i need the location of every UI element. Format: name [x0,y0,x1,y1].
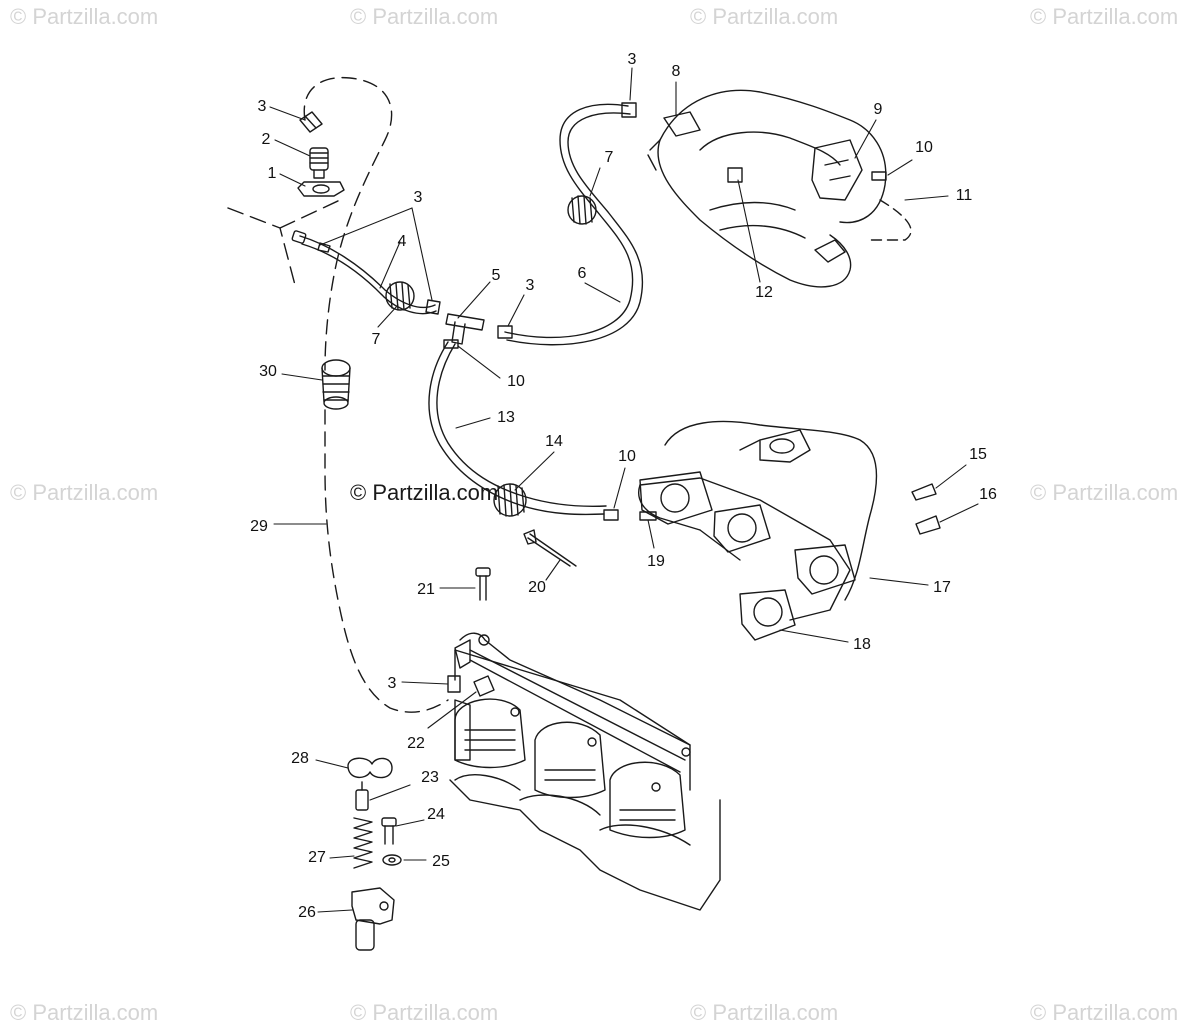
callout-3-tee: 3 [525,277,535,294]
watermark-bottom-right: © Partzilla.com [1030,1000,1179,1025]
bolt-part-16 [915,515,941,535]
tee-part-5 [445,313,485,345]
callout-30: 30 [259,363,277,380]
fitting-part-10-a [871,171,887,181]
washer-part-25 [382,854,402,866]
exhaust-manifold [638,420,878,621]
callout-16: 16 [979,486,997,503]
callout-6: 6 [577,265,587,282]
callout-10-right: 10 [618,448,636,465]
clamp-part-3-e [447,675,461,693]
callout-9: 9 [873,101,883,118]
dashed-outline-left [227,207,296,286]
clamp-part-10-c [603,509,619,521]
clamp-part-3-d [621,102,637,118]
watermark-top-right: © Partzilla.com [1030,4,1179,29]
callout-11: 11 [955,187,973,204]
gasket-part-1 [297,181,345,197]
callout-3-block: 3 [387,675,397,692]
bolt-part-15 [911,483,937,501]
watermark-bottom-left: © Partzilla.com [10,1000,159,1025]
spring-part-27 [353,817,373,869]
dashed-outline-left-2 [279,199,341,229]
callout-21: 21 [417,581,435,598]
callout-4: 4 [397,233,407,250]
callout-12: 12 [755,284,773,301]
callout-7-left: 7 [371,331,381,348]
gasket-part-28 [347,757,393,779]
callout-23: 23 [421,769,439,786]
dashed-hose-loop [303,76,393,371]
callout-10-top: 10 [915,139,933,156]
callout-20: 20 [528,579,546,596]
callout-7-upper: 7 [604,149,614,166]
screw-part-24 [381,817,397,845]
callout-13: 13 [497,409,515,426]
callout-26: 26 [298,904,316,921]
housing-part-26 [351,887,395,951]
fitting-part-22 [473,675,495,697]
callout-19: 19 [647,553,665,570]
callout-15: 15 [969,446,987,463]
callout-24: 24 [427,806,445,823]
callout-22: 22 [407,735,425,752]
callout-25: 25 [432,853,450,870]
leader-lines [269,67,979,913]
bolt-part-21 [475,567,491,601]
callout-10-mid: 10 [507,373,525,390]
callout-27: 27 [308,849,326,866]
dashed-part-11 [869,199,912,241]
manifold-flanges [639,471,856,641]
hose-part-13 [428,341,607,516]
exhaust-pipe [647,89,887,288]
callout-28: 28 [291,750,309,767]
callout-3-top: 3 [627,51,637,68]
fitting-part-12 [727,167,743,183]
callout-17: 17 [933,579,951,596]
callout-3: 3 [257,98,267,115]
callout-3-hose: 3 [413,189,423,206]
hose-part-6 [504,103,644,346]
callout-18: 18 [853,636,871,653]
watermark-mid-left: © Partzilla.com [10,480,159,505]
callout-2: 2 [261,131,271,148]
callout-29: 29 [250,518,268,535]
clamp-part-10-b [443,339,459,349]
hose-part-4 [291,230,437,315]
sleeve-part-30 [321,359,351,410]
dashed-hose-29 [324,409,449,713]
valve-part-23 [355,781,369,811]
cylinder-block [449,632,721,911]
fitting-part-2 [309,147,329,179]
sleeve-part-14 [493,483,527,517]
watermark-bottom-2: © Partzilla.com [690,1000,839,1025]
watermark-center: © Partzilla.com [350,480,499,505]
callout-14: 14 [545,433,563,450]
bolt-part-20 [523,529,577,567]
sleeve-part-7-a [385,281,415,311]
watermark-top-2: © Partzilla.com [690,4,839,29]
sleeve-part-7-b [567,195,597,225]
clamp-part-3-a [299,111,323,133]
bracket-part-9 [811,139,863,201]
watermark-top-1: © Partzilla.com [350,4,499,29]
callout-5: 5 [491,267,501,284]
clamp-part-3-c [497,325,513,339]
watermark-mid-right: © Partzilla.com [1030,480,1179,505]
callout-8: 8 [671,63,681,80]
fitting-part-8 [663,111,701,137]
callout-1: 1 [267,165,277,182]
watermark-top-left: © Partzilla.com [10,4,159,29]
clamp-part-3-b [425,299,441,315]
watermark-bottom-1: © Partzilla.com [350,1000,499,1025]
stud-part-19 [639,511,657,521]
